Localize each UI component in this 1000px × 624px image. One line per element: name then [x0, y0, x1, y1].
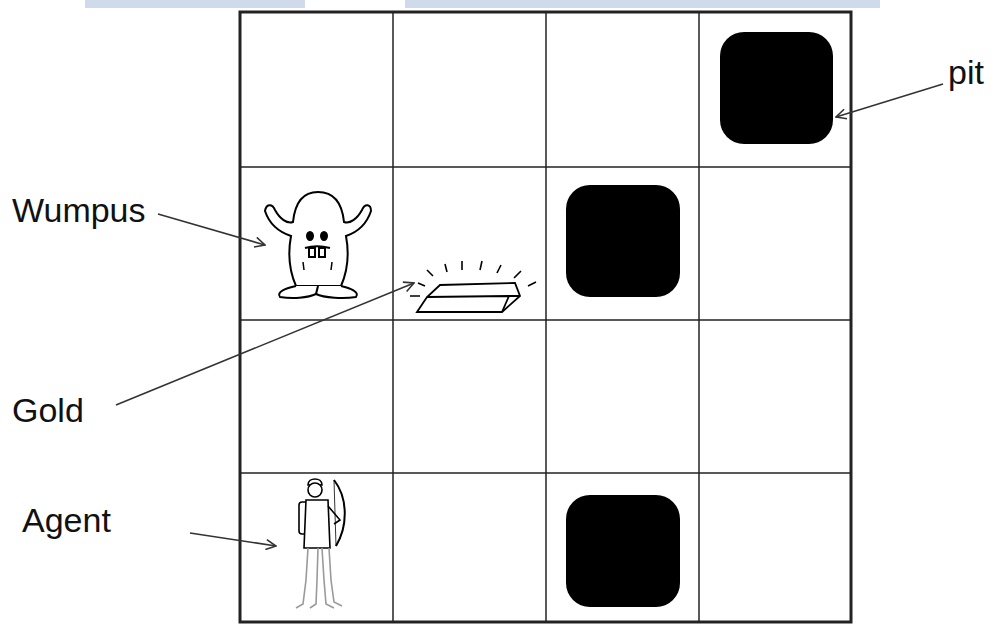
pit-symbol — [566, 185, 680, 297]
label-text: Wumpus — [12, 190, 146, 231]
label-text: Agent — [22, 500, 111, 541]
pit-symbol — [566, 495, 680, 607]
label-text: pit — [948, 52, 984, 93]
agent-figure — [296, 479, 345, 608]
label-text: Gold — [12, 390, 84, 431]
wumpus-figure — [265, 192, 371, 298]
top-band — [85, 0, 305, 8]
gold-bar — [410, 261, 536, 312]
leader-arrows — [116, 84, 943, 546]
top-band — [405, 0, 880, 8]
pit-symbol — [720, 32, 833, 144]
